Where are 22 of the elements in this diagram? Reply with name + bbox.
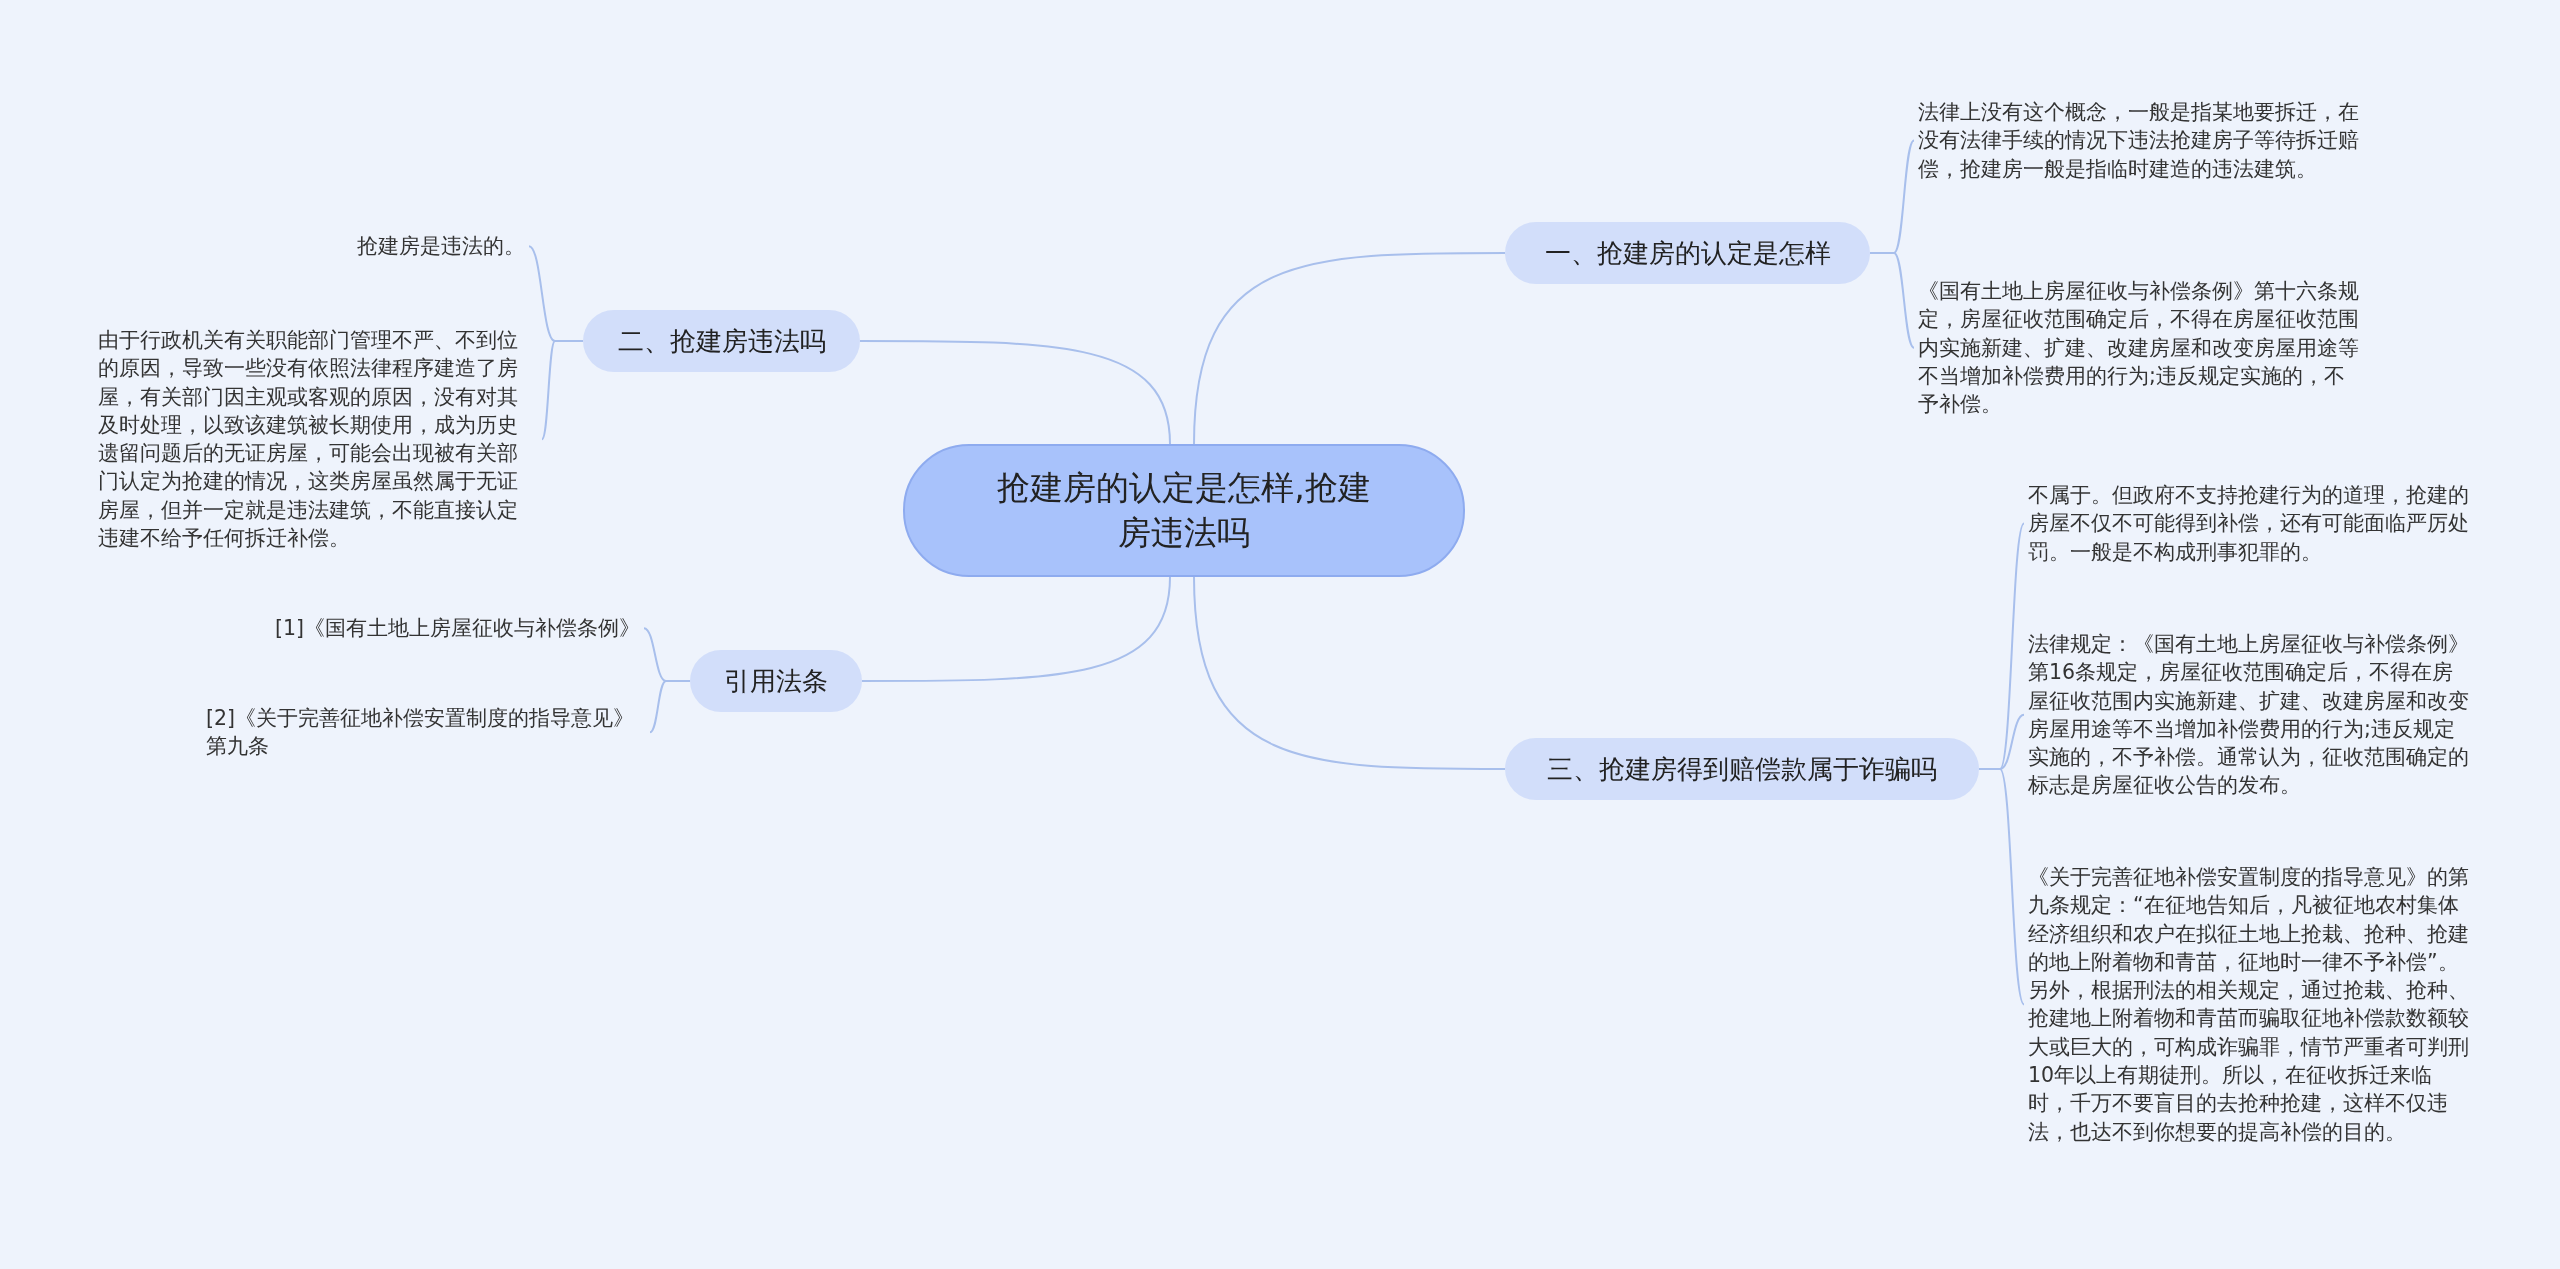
connector-line — [1193, 576, 1506, 770]
connector-line — [1193, 252, 1506, 445]
connector-line — [541, 340, 584, 441]
connector-line — [1869, 252, 1915, 349]
topic-box: 二、抢建房违法吗 — [583, 310, 860, 372]
connector-line — [861, 576, 1171, 682]
note-text: 法律规定：《国有土地上房屋征收与补偿条例》第16条规定，房屋征收范围确定后，不得在房屋征收范围内实施新建、扩建、改建房屋和改变房屋用途等不当增加补偿费用的行为;违反规定实施的，不予补偿。通常认为，征收范围确定的标志是房屋征收公告的发布。 — [2028, 630, 2470, 800]
note-text: 法律上没有这个概念，一般是指某地要拆迁，在没有法律手续的情况下违法抢建房子等待拆迁赔偿，抢建房一般是指临时建造的违法建筑。 — [1918, 98, 2360, 183]
connector-line — [859, 340, 1171, 445]
note-text: 《国有土地上房屋征收与补偿条例》第十六条规定，房屋征收范围确定后，不得在房屋征收范围内实施新建、扩建、改建房屋和改变房屋用途等不当增加补偿费用的行为;违反规定实施的，不予补偿。 — [1918, 277, 2360, 419]
note-text: 抢建房是违法的。 — [200, 232, 525, 261]
note-text: [2]《关于完善征地补偿安置制度的指导意见》第九条 — [206, 704, 646, 761]
note-text: 由于行政机关有关职能部门管理不严、不到位的原因，导致一些没有依照法律程序建造了房屋，有关部门因主观或客观的原因，没有对其及时处理，以致该建筑被长期使用，成为历史遗留问题后的无证房屋，可能会出现被有关部门认定为抢建的情况，这类房屋虽然属于无证房屋，但并一定就是违法建筑，不能直接认定违建不给予任何拆迁补偿。 — [98, 326, 538, 553]
topic-box: 三、抢建房得到赔偿款属于诈骗吗 — [1505, 738, 1979, 800]
topic-box: 引用法条 — [690, 650, 862, 712]
central-topic: 抢建房的认定是怎样,抢建房违法吗 — [903, 444, 1465, 577]
connector-line — [649, 680, 691, 734]
note-text: [1]《国有土地上房屋征收与补偿条例》 — [200, 614, 640, 643]
note-text: 不属于。但政府不支持抢建行为的道理，抢建的房屋不仅不可能得到补偿，还有可能面临严厉处罚。一般是不构成刑事犯罪的。 — [2028, 481, 2470, 566]
topic-box: 一、抢建房的认定是怎样 — [1505, 222, 1870, 284]
note-text: 《关于完善征地补偿安置制度的指导意见》的第九条规定：“在征地告知后，凡被征地农村集体经济组织和农户在拟征土地上抢栽、抢种、抢建的地上附着物和青苗，征地时一律不予补偿”。另外，根据刑法的相关规定，通过抢栽、抢种、抢建地上附着物和青苗而骗取征地补偿款数额较大或巨大的，可构成诈骗罪，情节严重者可判刑10年以上有期徒刑。所以，在征收拆迁来临时，千万不要盲目的去抢种抢建，这样不仅违法，也达不到你想要的提高补偿的目的。 — [2028, 863, 2470, 1146]
connector-line — [1978, 768, 2025, 1006]
